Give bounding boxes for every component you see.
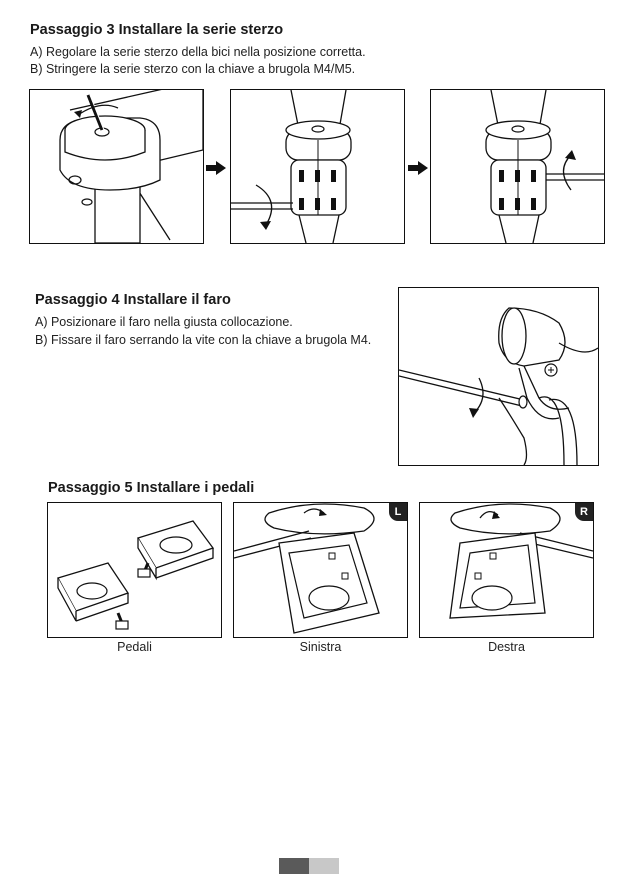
- step3-instruction-a: A) Regolare la serie sterzo della bici n…: [30, 45, 366, 59]
- step4-instruction-a: A) Posizionare il faro nella giusta coll…: [35, 315, 293, 329]
- step3-illustration-1: [29, 89, 204, 244]
- step5-illustration-pedals: [47, 502, 222, 638]
- step4-illustration: [398, 287, 599, 466]
- badge-left: L: [389, 503, 407, 521]
- step3-instruction-b: B) Stringere la serie sterzo con la chia…: [30, 62, 356, 76]
- caption-pedals: Pedali: [117, 640, 152, 654]
- right-arrow-icon: [408, 161, 428, 180]
- step3-title: Passaggio 3 Installare la serie sterzo: [30, 22, 284, 38]
- step3-illustration-2: [230, 89, 405, 244]
- step4-instruction-b: B) Fissare il faro serrando la vite con …: [35, 333, 372, 347]
- step5-title: Passaggio 5 Installare i pedali: [48, 480, 255, 496]
- caption-left: Sinistra: [299, 640, 342, 654]
- right-arrow-icon: [206, 161, 226, 180]
- step5-illustration-right: R: [419, 502, 594, 638]
- step4-title: Passaggio 4 Installare il faro: [35, 292, 231, 308]
- caption-right: Destra: [488, 640, 525, 654]
- page-marker-dark: [279, 858, 309, 874]
- badge-right: R: [575, 503, 593, 521]
- step3-illustration-3: [430, 89, 605, 244]
- page-marker-light: [309, 858, 339, 874]
- step5-illustration-left: L: [233, 502, 408, 638]
